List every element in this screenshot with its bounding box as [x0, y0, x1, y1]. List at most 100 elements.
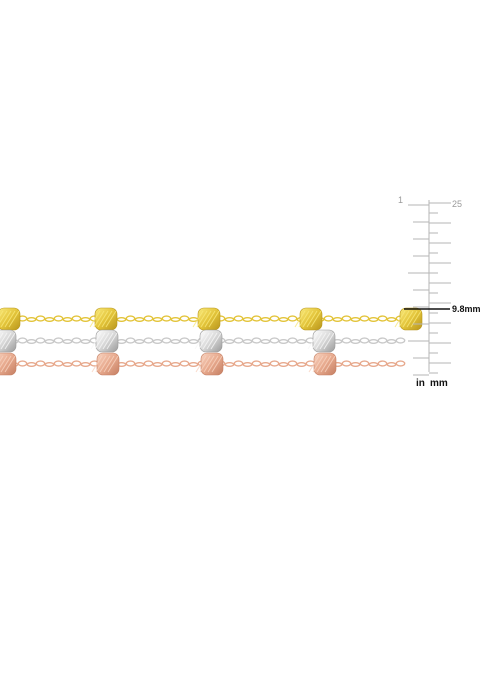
- bead-facet: [0, 310, 4, 317]
- chain-link: [53, 360, 64, 367]
- bead-facet: [94, 332, 106, 350]
- chain-link: [179, 360, 190, 367]
- chain-link: [170, 362, 181, 368]
- chain-link: [278, 317, 289, 323]
- chain-link: [71, 360, 82, 367]
- chain-link: [368, 339, 379, 345]
- chain-link: [377, 337, 388, 344]
- bead-facet: [4, 310, 16, 328]
- chain-link: [116, 339, 127, 345]
- bead-facet: [302, 310, 314, 328]
- chain-link: [152, 317, 163, 323]
- chain-link: [242, 339, 253, 345]
- bead-facet: [95, 355, 107, 373]
- bead-facet: [406, 310, 418, 328]
- bead-facet: [102, 332, 114, 350]
- chain-link: [170, 317, 181, 323]
- chain-link: [278, 362, 289, 368]
- chain-link: [296, 362, 307, 368]
- chain-link: [80, 317, 91, 323]
- chain-link: [395, 337, 406, 344]
- bead-facet: [306, 310, 318, 328]
- chain-link: [350, 317, 361, 323]
- chain-link: [134, 339, 145, 345]
- chain-link: [35, 315, 46, 322]
- bead-facet: [8, 310, 20, 328]
- bead-facet: [204, 310, 216, 328]
- bead-facet: [211, 355, 223, 373]
- chain-link: [161, 337, 172, 344]
- measurement-label: 9.8mm: [452, 304, 481, 314]
- bead-facet: [99, 355, 111, 373]
- bead-facet: [0, 310, 12, 328]
- chain-link: [134, 317, 145, 323]
- bead-facet: [93, 310, 105, 328]
- chain-link: [53, 315, 64, 322]
- chain-strand-white: [0, 329, 406, 353]
- chain-link: [260, 339, 271, 345]
- chain-link: [26, 362, 37, 368]
- chain-link: [125, 360, 136, 367]
- chain-strand-rose: [0, 352, 406, 376]
- bead-facet: [294, 310, 306, 328]
- chain-link: [377, 360, 388, 367]
- bead-facet: [323, 332, 335, 350]
- unit-inches-label: in: [416, 378, 425, 389]
- bead-facet: [103, 355, 115, 373]
- chain-link: [278, 339, 289, 345]
- bead-facet: [196, 310, 208, 328]
- chain-link: [62, 317, 73, 323]
- chain-strand-yellow: [0, 307, 423, 331]
- chain-link: [359, 360, 370, 367]
- chain-link: [224, 362, 235, 368]
- chain-link: [17, 337, 28, 344]
- chain-link: [350, 362, 361, 368]
- bead-facet: [91, 355, 103, 373]
- chain-link: [35, 360, 46, 367]
- chain-link: [26, 317, 37, 323]
- bead-facet: [0, 332, 12, 350]
- chain-link: [188, 339, 199, 345]
- bead-facet: [210, 332, 222, 350]
- chain-link: [161, 315, 172, 322]
- chain-link: [386, 339, 397, 345]
- chain-link: [233, 337, 244, 344]
- bead-facet: [4, 355, 16, 373]
- chain-link: [377, 315, 388, 322]
- bead-facet: [320, 355, 332, 373]
- bead-facet: [324, 355, 336, 373]
- chain-link: [368, 317, 379, 323]
- chain-link: [287, 337, 298, 344]
- chain-link: [287, 315, 298, 322]
- chain-link: [233, 315, 244, 322]
- bead-facet: [319, 332, 331, 350]
- bead-facet: [97, 310, 109, 328]
- bead-facet: [202, 332, 214, 350]
- chain-link: [161, 360, 172, 367]
- chain-link: [332, 317, 343, 323]
- bead-facet: [90, 332, 102, 350]
- bead-facet: [310, 310, 322, 328]
- ruler-mm-number: 25: [452, 199, 463, 209]
- bead-facet: [200, 310, 212, 328]
- bead-facet: [398, 310, 410, 328]
- bead-facet: [0, 332, 8, 346]
- bead-facet: [195, 355, 207, 373]
- bead-facet: [308, 355, 320, 373]
- size-ruler: [404, 200, 451, 376]
- chain-link: [53, 337, 64, 344]
- bead-facet: [107, 355, 119, 373]
- chain-link: [152, 362, 163, 368]
- bead-facet: [0, 355, 12, 373]
- bead-facet: [194, 332, 206, 350]
- chain-link: [251, 360, 262, 367]
- chain-link: [233, 360, 244, 367]
- bead-facet: [402, 310, 414, 328]
- chain-link: [350, 339, 361, 345]
- chain-link: [125, 337, 136, 344]
- chain-link: [341, 337, 352, 344]
- chain-link: [179, 315, 190, 322]
- bead-facet: [0, 355, 8, 369]
